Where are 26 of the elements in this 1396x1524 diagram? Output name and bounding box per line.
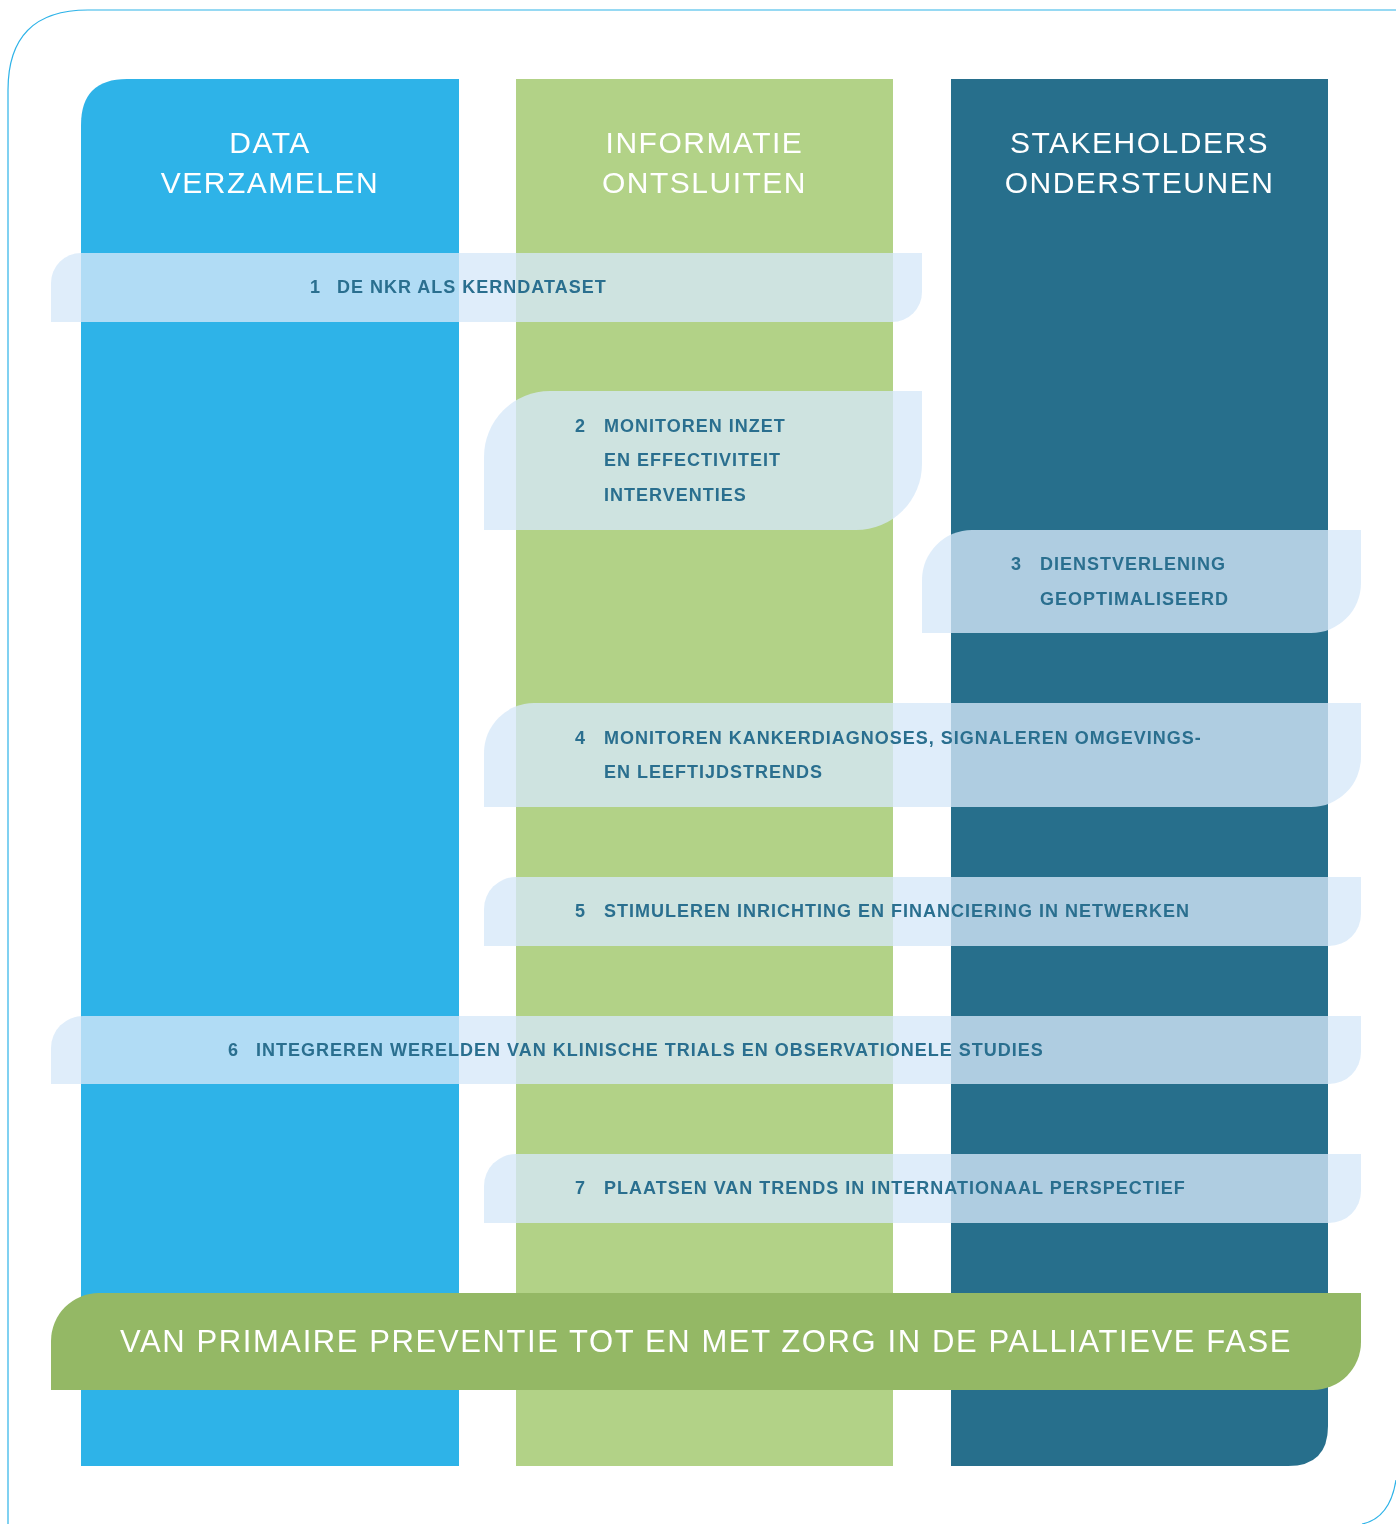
band-box	[51, 253, 922, 322]
band-box	[51, 1016, 1361, 1084]
step-text: PLAATSEN VAN TRENDS IN INTERNATIONAAL PERSPECTIEF	[604, 1177, 1187, 1200]
band-box	[484, 391, 922, 530]
band-box	[484, 877, 1361, 946]
step-text: INTEGREREN WERELDEN VAN KLINISCHE TRIALS EN OBSERVATIONELE STUDIES	[256, 1038, 1045, 1062]
band-box	[484, 1154, 1361, 1223]
step-number: 6	[228, 1038, 239, 1062]
band-box	[484, 703, 1361, 807]
step-number: 7	[575, 1177, 586, 1200]
column-heading: DATA VERZAMELEN	[150, 123, 390, 203]
step-number: 5	[575, 900, 586, 923]
column-heading: INFORMATIE ONTSLUITEN	[574, 123, 835, 203]
step-number: 2	[575, 414, 586, 438]
step-text: STIMULEREN INRICHTING EN FINANCIERING IN NETWERKEN	[604, 900, 1191, 923]
band-box	[922, 530, 1361, 633]
banner-text: VAN PRIMAIRE PREVENTIE TOT EN MET ZORG IN DE PALLIATIEVE FASE	[119, 1323, 1293, 1360]
column-heading: STAKEHOLDERS ONDERSTEUNEN	[989, 123, 1290, 203]
step-text: DE NKR ALS KERNDATASET	[337, 276, 608, 299]
step-number: 1	[310, 276, 321, 299]
step-text: DIENSTVERLENING GEOPTIMALISEERD	[1040, 553, 1230, 611]
step-number: 4	[575, 726, 586, 750]
step-text: MONITOREN KANKERDIAGNOSES, SIGNALEREN OMGEVINGS- EN LEEFTIJDSTRENDS	[604, 726, 1203, 784]
step-number: 3	[1011, 553, 1022, 576]
banner-band	[51, 1293, 1361, 1390]
step-text: MONITOREN INZET EN EFFECTIVITEIT INTERVENTIES	[604, 414, 787, 507]
